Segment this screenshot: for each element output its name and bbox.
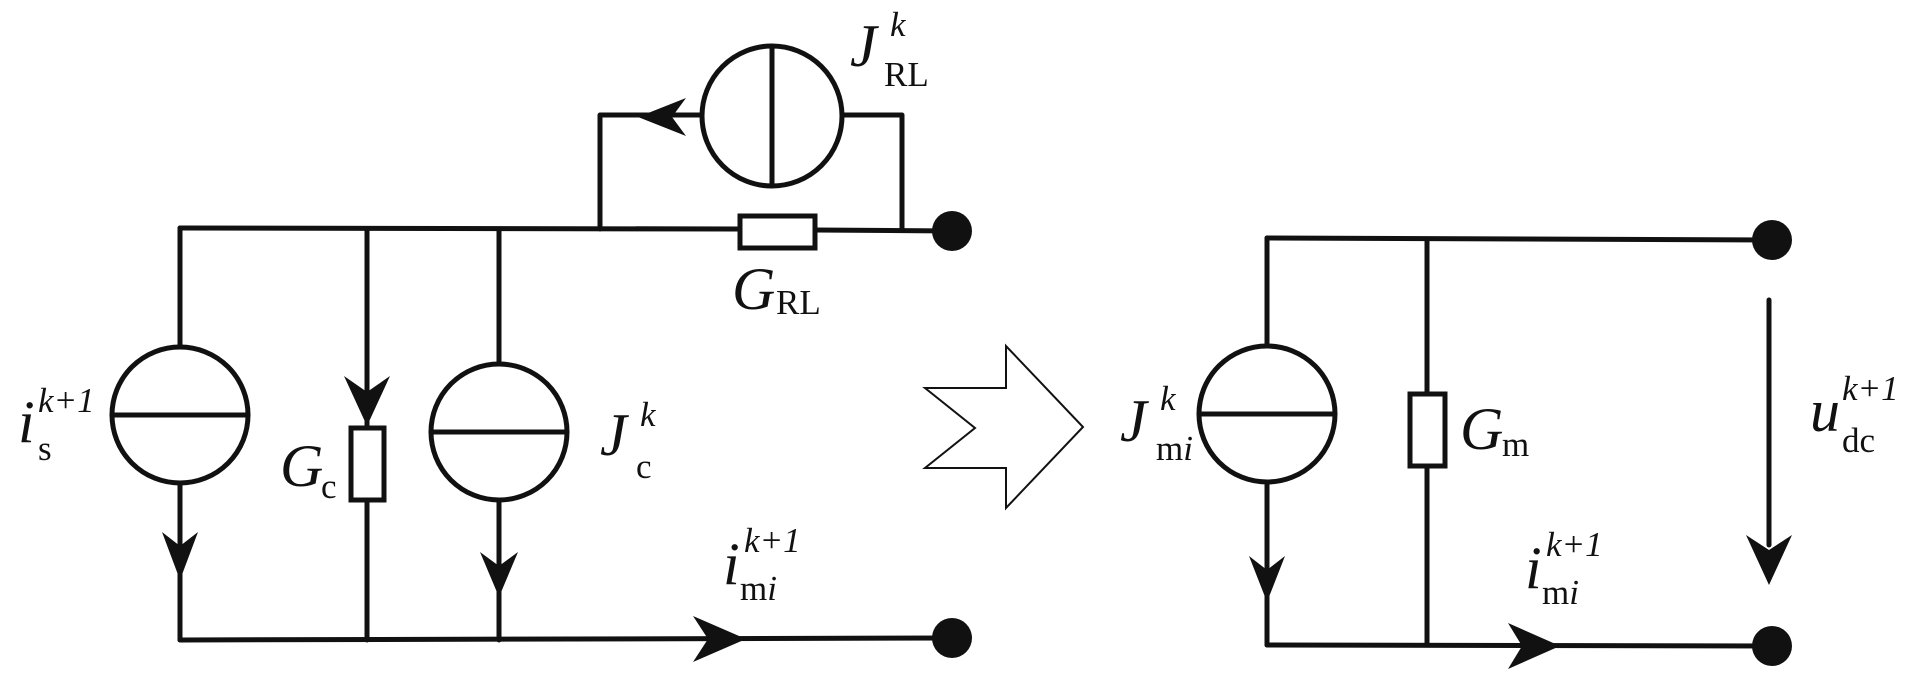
right-circuit xyxy=(1196,220,1792,669)
label-imi-left-sup: k+1 xyxy=(744,521,801,560)
label-gc-sub: c xyxy=(321,467,337,506)
jmi-arrow xyxy=(1249,556,1285,602)
label-jc-sub: c xyxy=(636,447,652,486)
label-jmi: J xyxy=(1120,388,1149,454)
label-imi-right-sup: k+1 xyxy=(1546,525,1603,564)
label-jc-sup: k xyxy=(640,395,657,434)
label-imi-left-sub: mi xyxy=(740,569,777,608)
is-arrow xyxy=(162,532,198,580)
udc-arrow-head xyxy=(1746,535,1792,585)
label-jrl-sub: RL xyxy=(884,55,929,94)
label-imi-right-sub: mi xyxy=(1542,573,1579,612)
resistor-gm xyxy=(1407,391,1448,469)
label-is-sub: s xyxy=(38,429,52,468)
label-jc: J xyxy=(600,402,629,468)
label-jrl-sup: k xyxy=(890,5,907,44)
label-jrl: J xyxy=(850,13,879,79)
label-grl-sub: RL xyxy=(776,283,821,322)
label-udc: u xyxy=(1810,378,1840,444)
label-grl: G xyxy=(732,256,775,322)
label-udc-sub: dc xyxy=(1842,421,1875,460)
label-gm-sub: m xyxy=(1502,425,1529,464)
imi-arrow-left xyxy=(693,616,746,662)
right-bottom-bus xyxy=(1264,642,1775,649)
transform-arrow xyxy=(922,343,1085,511)
jc-arrow xyxy=(480,552,518,597)
imi-arrow-right xyxy=(1508,623,1560,669)
top-bus-right xyxy=(812,227,955,234)
label-is: i xyxy=(18,389,35,455)
label-jmi-sub: mi xyxy=(1156,429,1193,468)
jrl-loop-right xyxy=(839,112,905,233)
jrl-loop-left xyxy=(597,112,705,232)
label-gm: G xyxy=(1460,396,1503,462)
gc-arrow xyxy=(344,376,390,426)
label-gc: G xyxy=(280,433,323,499)
bottom-bus xyxy=(177,635,955,643)
label-imi-left: i xyxy=(723,531,740,597)
label-udc-sup: k+1 xyxy=(1842,369,1899,408)
terminal-top-right xyxy=(1752,220,1792,260)
terminal-top-left xyxy=(932,211,972,251)
label-imi-right: i xyxy=(1525,535,1542,601)
label-is-sup: k+1 xyxy=(38,381,95,420)
label-jmi-sup: k xyxy=(1160,379,1177,418)
jrl-arrow xyxy=(638,98,686,136)
resistor-gc xyxy=(348,425,387,503)
top-bus-left xyxy=(177,225,743,232)
left-circuit xyxy=(109,43,972,662)
resistor-grl xyxy=(737,213,818,251)
terminal-bottom-left xyxy=(932,618,972,658)
terminal-bottom-right xyxy=(1752,626,1792,666)
right-top-bus xyxy=(1264,235,1775,243)
